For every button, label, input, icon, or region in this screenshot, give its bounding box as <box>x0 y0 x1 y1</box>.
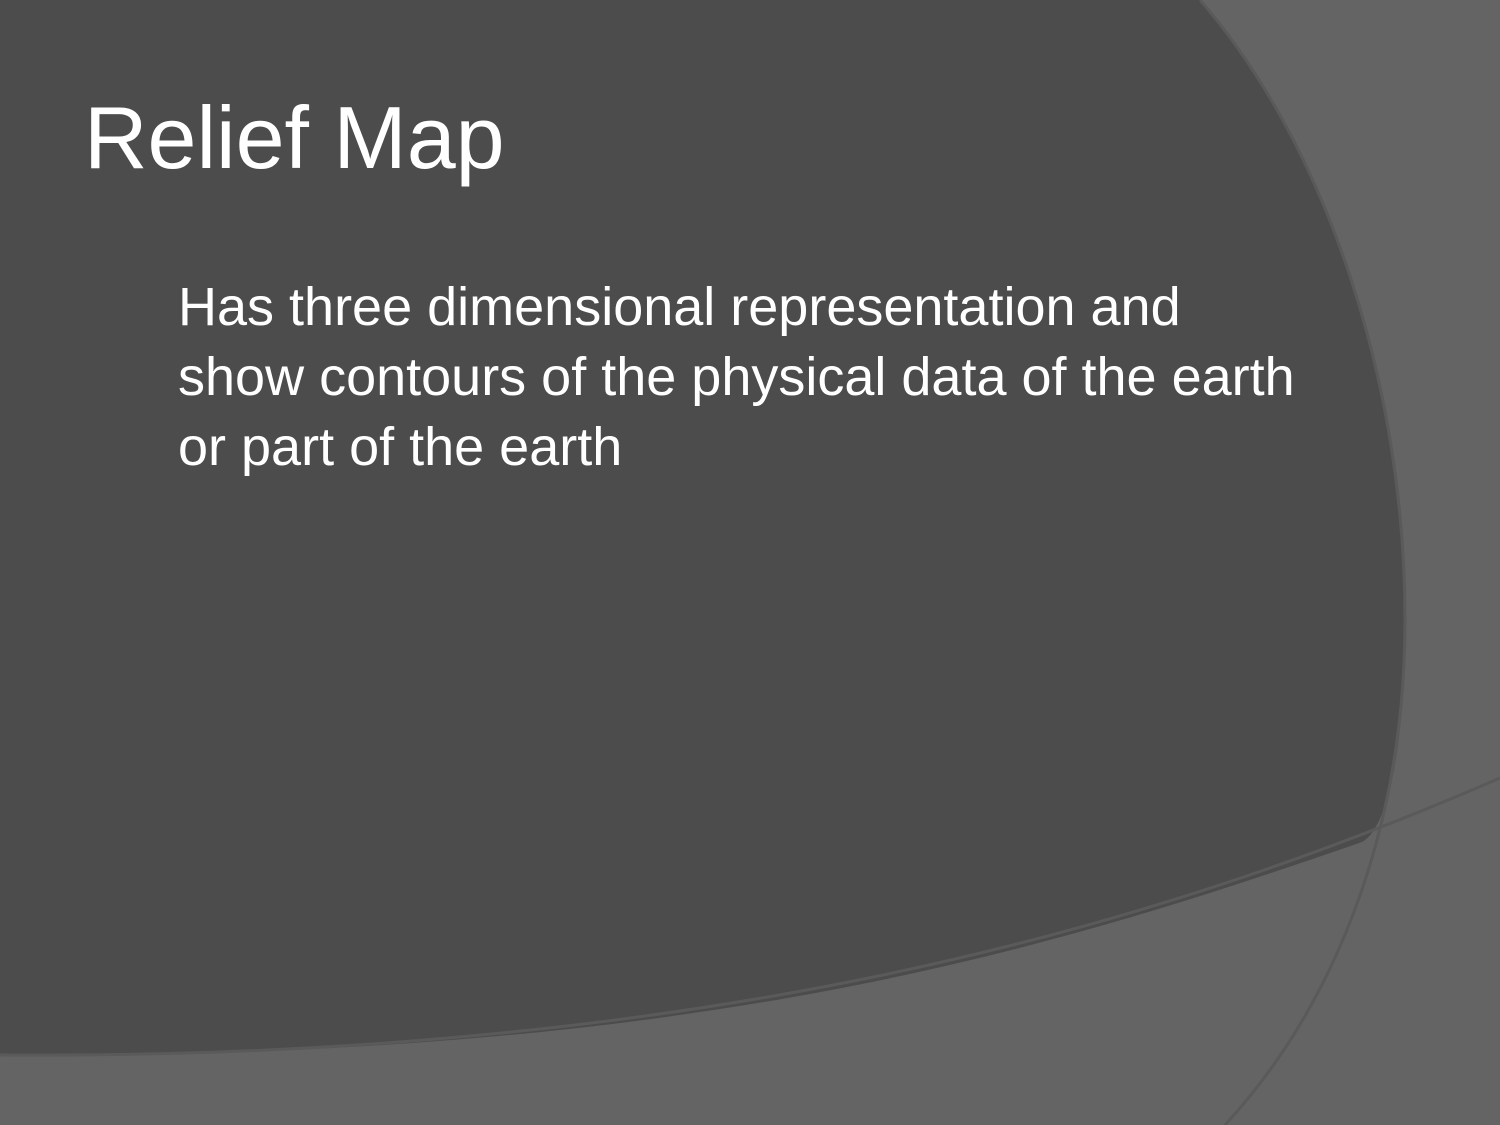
background-main-shape <box>0 0 1405 1056</box>
slide-title: Relief Map <box>84 88 505 187</box>
background-curve-bottom <box>0 776 1500 1057</box>
slide-body-text: Has three dimensional representation and… <box>178 277 1295 477</box>
background-curve-right <box>1198 0 1407 1125</box>
